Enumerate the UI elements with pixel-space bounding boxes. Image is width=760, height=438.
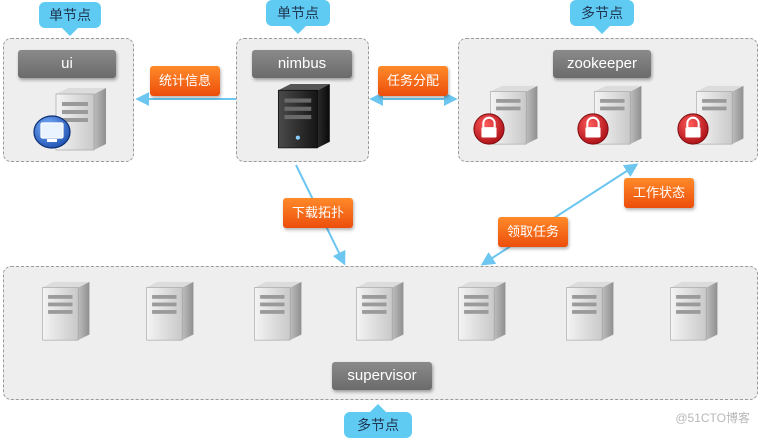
- supervisor-server-icon-6: [566, 281, 614, 341]
- nimbus-server-icon: [277, 84, 330, 149]
- flow-tag-task-assign: 任务分配: [378, 66, 448, 96]
- watermark: @51CTO博客: [675, 411, 750, 425]
- lock-icon: [677, 113, 709, 145]
- nimbus-name-bar: nimbus: [252, 50, 352, 78]
- lock-icon: [473, 113, 505, 145]
- supervisor-badge-label: 多节点: [357, 417, 399, 433]
- flow-tag-stats: 统计信息: [150, 66, 220, 96]
- zookeeper-name-bar: zookeeper: [553, 50, 651, 78]
- ui-name-bar: ui: [18, 50, 116, 78]
- supervisor-server-icon-3: [254, 281, 302, 341]
- ui-badge: 单节点: [39, 2, 101, 36]
- supervisor-server-icon-5: [458, 281, 506, 341]
- nimbus-badge-label: 单节点: [277, 5, 319, 21]
- ui-badge-label: 单节点: [49, 7, 91, 23]
- flow-tag-claim-task: 领取任务: [498, 217, 568, 247]
- supervisor-badge: 多节点: [344, 404, 412, 438]
- lock-icon: [577, 113, 609, 145]
- flow-tag-work-status: 工作状态: [624, 178, 694, 208]
- ui-server-icon: [55, 88, 106, 151]
- supervisor-server-icon-2: [146, 281, 194, 341]
- zookeeper-badge: 多节点: [570, 0, 634, 34]
- flow-tag-download-topology: 下载拓扑: [283, 198, 353, 228]
- arrow-zookeeper-supervisor: [480, 163, 639, 266]
- supervisor-server-icon-7: [670, 281, 718, 341]
- supervisor-server-icon-1: [42, 281, 90, 341]
- zookeeper-badge-label: 多节点: [581, 5, 623, 21]
- monitor-icon: [33, 115, 71, 149]
- nimbus-badge: 单节点: [266, 0, 330, 34]
- supervisor-server-icon-4: [356, 281, 404, 341]
- supervisor-name-bar: supervisor: [332, 362, 432, 390]
